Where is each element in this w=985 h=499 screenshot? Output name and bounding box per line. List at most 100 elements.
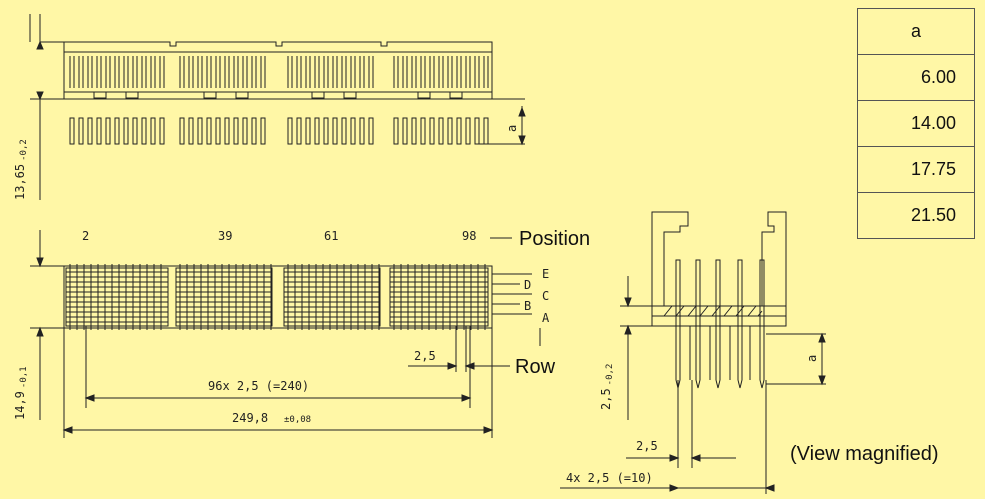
- side-pin: [233, 56, 239, 88]
- row-label-c: C: [542, 289, 549, 303]
- side-pin: [438, 56, 444, 88]
- side-pin: [123, 56, 129, 88]
- side-pin-tail: [359, 117, 365, 145]
- side-pin-tail: [132, 117, 138, 145]
- side-pin: [332, 56, 338, 88]
- side-pin: [260, 56, 266, 88]
- side-pin-tail: [305, 117, 311, 145]
- side-tab: [417, 91, 431, 99]
- side-tab: [93, 91, 107, 99]
- side-pin-tail: [420, 117, 426, 145]
- side-pin: [69, 56, 75, 88]
- side-pin-tail: [456, 117, 462, 145]
- dim-detail-pitch-label: 2,5: [636, 439, 658, 453]
- side-pin-tail: [260, 117, 266, 145]
- dim-span-label: 96x 2,5 (=240): [208, 379, 309, 393]
- dim-detail-height: 2,5-0,2: [599, 364, 615, 410]
- row-label-e: E: [542, 267, 549, 281]
- side-pin-tail: [314, 117, 320, 145]
- side-pin-tail: [393, 117, 399, 145]
- dim-total-height: 13,65-0,2: [13, 139, 29, 200]
- side-pin: [215, 56, 221, 88]
- side-pin: [242, 56, 248, 88]
- row-label-a: A: [542, 311, 550, 325]
- table-value: 14.00: [857, 100, 975, 147]
- side-pin-tail: [438, 117, 444, 145]
- side-pin-tail: [215, 117, 221, 145]
- dim-length-label: 249,8: [232, 411, 268, 425]
- side-tab: [311, 91, 325, 99]
- side-pin: [456, 56, 462, 88]
- side-pin-tail: [224, 117, 230, 145]
- side-pin-tail: [105, 117, 111, 145]
- table-value: 21.50: [857, 192, 975, 239]
- detail-pin: [715, 259, 721, 389]
- side-pin: [465, 56, 471, 88]
- side-tab: [125, 91, 139, 99]
- table-header: a: [857, 8, 975, 55]
- pos-label-39: 39: [218, 229, 232, 243]
- detail-view: [651, 211, 787, 327]
- side-pin-tail: [332, 117, 338, 145]
- side-pin-tail: [179, 117, 185, 145]
- detail-pin: [675, 259, 681, 389]
- side-pin: [141, 56, 147, 88]
- pos-label-2: 2: [82, 229, 89, 243]
- side-pin-tail: [123, 117, 129, 145]
- side-pin: [105, 56, 111, 88]
- dim-a-side: a: [505, 125, 519, 132]
- side-pin-tail: [233, 117, 239, 145]
- side-pin-tail: [287, 117, 293, 145]
- side-pin: [314, 56, 320, 88]
- dim-length-tol: ±0,08: [284, 415, 311, 425]
- side-pin: [368, 56, 374, 88]
- row-label-d: D: [524, 278, 531, 292]
- side-pin: [78, 56, 84, 88]
- side-pin: [483, 56, 489, 88]
- side-tab: [343, 91, 357, 99]
- side-pin: [114, 56, 120, 88]
- pos-label-98: 98: [462, 229, 476, 243]
- side-pin: [150, 56, 156, 88]
- side-pin: [323, 56, 329, 88]
- side-pin: [179, 56, 185, 88]
- side-pin: [206, 56, 212, 88]
- side-pin-tail: [150, 117, 156, 145]
- side-pin-tail: [159, 117, 165, 145]
- side-pin: [159, 56, 165, 88]
- side-pin-tail: [447, 117, 453, 145]
- side-pin: [420, 56, 426, 88]
- side-pin-tail: [96, 117, 102, 145]
- side-pin-tail: [411, 117, 417, 145]
- side-pin-tail: [341, 117, 347, 145]
- side-pin-tail: [465, 117, 471, 145]
- detail-pin: [695, 259, 701, 389]
- front-housing: [63, 265, 493, 329]
- side-tab: [203, 91, 217, 99]
- side-pin: [96, 56, 102, 88]
- side-pin-tail: [350, 117, 356, 145]
- side-pin-tail: [87, 117, 93, 145]
- detail-pin: [737, 259, 743, 389]
- pos-label-61: 61: [324, 229, 338, 243]
- side-pin: [197, 56, 203, 88]
- side-pin: [350, 56, 356, 88]
- side-pin: [359, 56, 365, 88]
- side-pin-tail: [197, 117, 203, 145]
- dim-side-height: 14,9-0,1: [13, 366, 29, 420]
- side-pin: [474, 56, 480, 88]
- side-pin-tail: [141, 117, 147, 145]
- row-label: Row: [515, 356, 556, 378]
- side-pin-tail: [474, 117, 480, 145]
- front-view: [63, 264, 493, 330]
- side-pin-tail: [251, 117, 257, 145]
- side-pin: [87, 56, 93, 88]
- side-pin: [224, 56, 230, 88]
- side-pin-tail: [206, 117, 212, 145]
- side-pin: [188, 56, 194, 88]
- side-pin-tail: [69, 117, 75, 145]
- dimension-a-table: a 6.00 14.00 17.75 21.50: [857, 8, 975, 239]
- dim-detail-span-label: 4x 2,5 (=10): [566, 471, 653, 485]
- side-pin: [296, 56, 302, 88]
